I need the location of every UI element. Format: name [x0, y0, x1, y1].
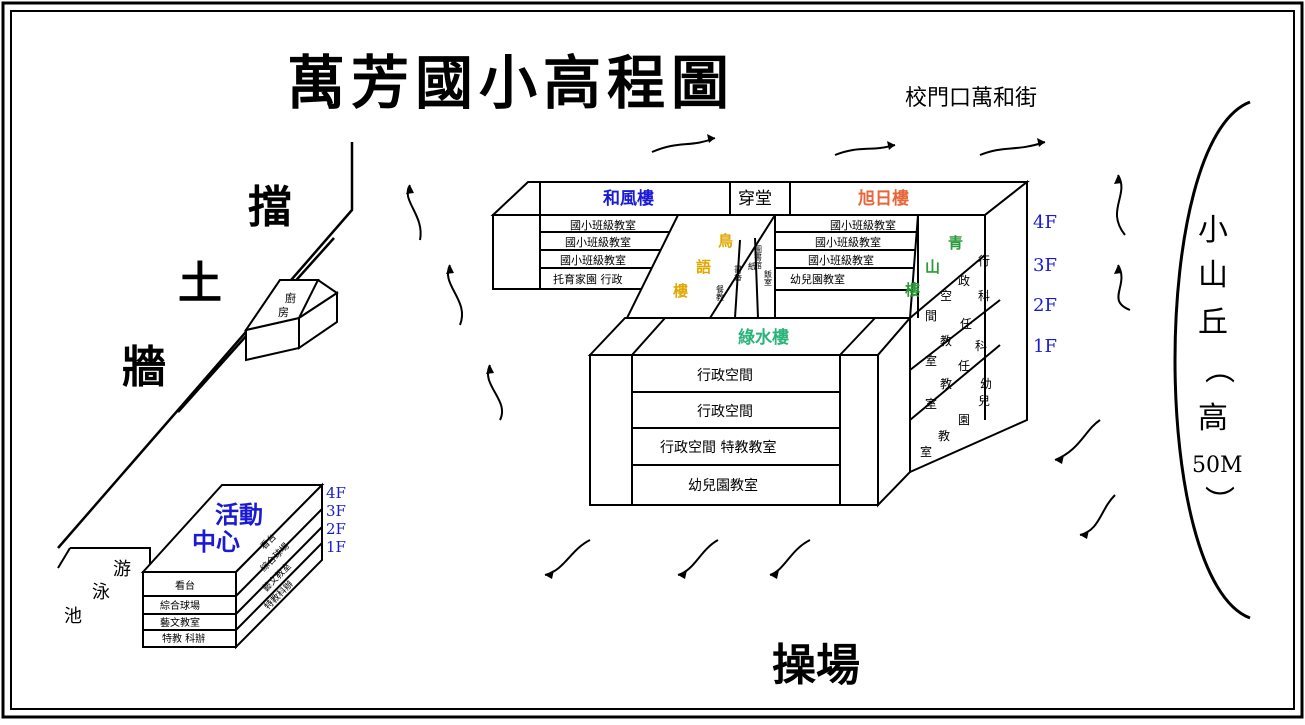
floor-label-3f: 3F — [1033, 255, 1057, 276]
lushui-room-1f: 幼兒園教室 — [688, 477, 758, 494]
gate-label: 校門口萬和街 — [905, 86, 1037, 111]
lushui-room-4f: 行政空間 — [697, 368, 753, 384]
xuri-room-3f: 國小班級教室 — [815, 235, 881, 249]
retaining-wall-char-1: 擋 — [248, 182, 292, 233]
qingshan-name-3: 樓 — [905, 281, 920, 299]
map-title: 萬芳國小高程圖 — [287, 49, 735, 117]
pool-char-1: 游 — [113, 559, 131, 580]
hill-outline — [1173, 100, 1251, 620]
svg-text:室: 室 — [925, 353, 937, 368]
hill-label: 小 山 丘 ︵ 高 50M ︶ — [1192, 213, 1243, 520]
kitchen-label-1: 廚 — [285, 291, 296, 305]
svg-text:科: 科 — [975, 339, 987, 353]
wind-arrow-heads — [406, 134, 1122, 579]
qingshan-name-2: 山 — [925, 258, 940, 276]
niaoyu-name-3: 樓 — [673, 282, 688, 300]
niaoyu-building — [625, 214, 776, 319]
niaoyu-rooms: 圖書館 書香 紙 餐教 飯室 — [716, 245, 773, 302]
retaining-wall-char-2: 土 — [178, 258, 222, 309]
svg-text:教: 教 — [940, 333, 952, 348]
ac-floor-4f: 4F — [326, 484, 346, 502]
activity-center-name-2: 中心 — [192, 528, 240, 556]
svg-text:政: 政 — [958, 274, 970, 288]
hefeng-room-3f: 國小班級教室 — [565, 235, 631, 249]
lushui-room-3f: 行政空間 — [697, 404, 753, 420]
svg-text:室: 室 — [925, 396, 937, 411]
playground-label: 操場 — [772, 640, 860, 691]
ac-floor-1f: 1F — [326, 538, 346, 556]
pool-char-3: 池 — [64, 606, 82, 627]
activity-center — [140, 482, 325, 650]
lushui-room-2f: 行政空間 特教教室 — [660, 439, 776, 456]
passage-label: 穿堂 — [738, 189, 772, 209]
niaoyu-name-1: 鳥 — [718, 232, 733, 250]
lushui-name: 綠水樓 — [738, 327, 789, 348]
inner-frame — [10, 10, 1295, 710]
svg-text:間: 間 — [925, 309, 937, 323]
niaoyu-room-1: 圖書館 — [754, 245, 763, 270]
hill-char-7: ︶ — [1205, 485, 1235, 520]
ac-room-court: 綜合球場 — [160, 599, 200, 612]
niaoyu-room-3: 紙 — [748, 261, 757, 271]
niaoyu-name-2: 語 — [696, 258, 711, 276]
hill-char-2: 山 — [1198, 258, 1228, 293]
floor-label-2f: 2F — [1033, 295, 1057, 316]
niaoyu-room-2: 書香 — [734, 264, 743, 282]
hefeng-room-1f: 托育家園 行政 — [553, 272, 623, 286]
ac-room-special: 特教 科辦 — [162, 632, 205, 645]
qingshan-rooms: 行 政 科 空 間 任 教 室 科 任 教 室 幼 兒 園 教 室 — [920, 254, 992, 459]
svg-text:兒: 兒 — [978, 394, 990, 408]
hefeng-rooms: 國小班級教室 國小班級教室 國小班級教室 托育家園 行政 — [553, 218, 636, 286]
hefeng-room-2f: 國小班級教室 — [560, 253, 626, 267]
hill-char-4: ︵ — [1205, 353, 1235, 388]
svg-text:行: 行 — [978, 254, 990, 268]
svg-text:任: 任 — [958, 359, 970, 373]
niaoyu-room-5: 飯室 — [764, 269, 773, 286]
hefeng-name: 和風樓 — [603, 188, 654, 209]
xuri-room-1f: 幼兒園教室 — [790, 272, 845, 286]
svg-text:教: 教 — [940, 376, 952, 391]
svg-text:任: 任 — [960, 317, 972, 331]
floor-label-1f: 1F — [1033, 336, 1057, 357]
kitchen-building — [243, 279, 339, 362]
niaoyu-room-4: 餐教 — [716, 285, 725, 302]
svg-text:室: 室 — [920, 444, 932, 459]
lushui-rooms: 行政空間 行政空間 行政空間 特教教室 幼兒園教室 — [660, 368, 776, 494]
svg-text:幼: 幼 — [980, 377, 992, 391]
pool-char-2: 泳 — [92, 582, 110, 603]
xuri-name: 旭日樓 — [857, 188, 909, 209]
ac-floor-3f: 3F — [326, 502, 346, 520]
ac-room-stands: 看台 — [175, 579, 195, 592]
ac-floor-2f: 2F — [326, 520, 346, 538]
kitchen-label-2: 房 — [278, 306, 289, 319]
floor-label-4f: 4F — [1033, 212, 1057, 233]
ac-room-arts: 藝文教室 — [160, 616, 200, 629]
lushui-building — [587, 315, 913, 508]
hill-char-5: 高 — [1198, 401, 1228, 436]
hill-char-6: 50M — [1192, 453, 1243, 478]
qingshan-name-1: 青 — [948, 234, 963, 252]
svg-text:園: 園 — [958, 413, 970, 427]
svg-text:空: 空 — [940, 289, 952, 303]
retaining-wall-char-3: 牆 — [122, 342, 166, 393]
hefeng-room-4f: 國小班級教室 — [570, 218, 636, 232]
hill-char-3: 丘 — [1198, 305, 1228, 340]
svg-text:科: 科 — [978, 289, 990, 303]
xuri-room-4f: 國小班級教室 — [830, 218, 896, 232]
svg-text:教: 教 — [938, 428, 950, 443]
xuri-room-2f: 國小班級教室 — [808, 253, 874, 267]
activity-center-name-1: 活動 — [215, 501, 263, 529]
xuri-rooms: 國小班級教室 國小班級教室 國小班級教室 幼兒園教室 — [790, 218, 896, 286]
hill-char-1: 小 — [1198, 213, 1228, 248]
